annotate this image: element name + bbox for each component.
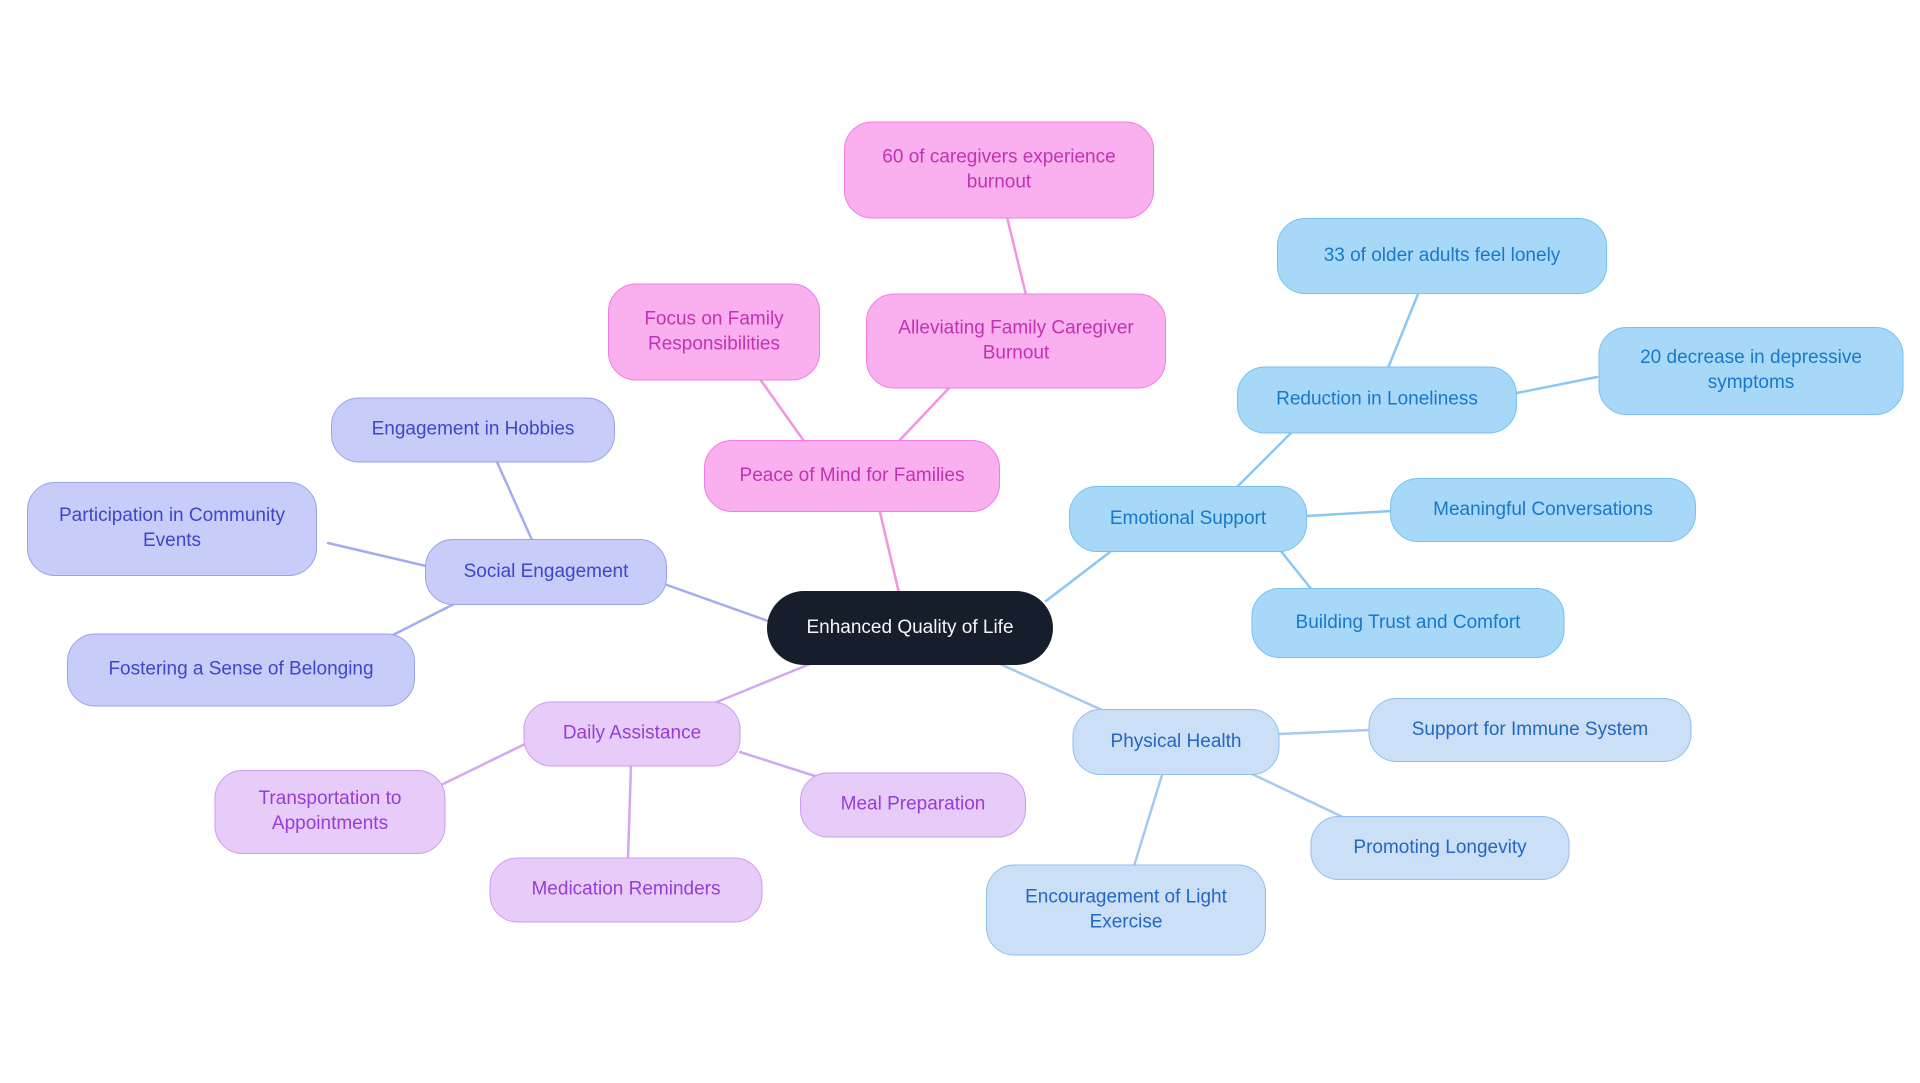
node-alleviating-family-caregiver-burnout[interactable]: Alleviating Family Caregiver Burnout (866, 293, 1166, 389)
edge-reduction-depressive-stat (1515, 375, 1599, 395)
node-social-engagement[interactable]: Social Engagement (425, 539, 667, 605)
edge-root-physical-health (998, 662, 1104, 712)
node-fostering-a-sense-of-belonging[interactable]: Fostering a Sense of Belonging (67, 633, 415, 707)
node-caregivers-burnout-stat[interactable]: 60 of caregivers experience burnout (844, 121, 1154, 219)
edge-daily-medication-reminders (626, 764, 633, 860)
edge-peace-alleviating-burnout (896, 386, 951, 444)
edge-emotional-meaningful-conversations (1305, 509, 1393, 518)
edge-root-peace-of-mind (877, 506, 901, 595)
edge-physical-promoting-longevity (1250, 772, 1349, 821)
node-promoting-longevity[interactable]: Promoting Longevity (1310, 816, 1570, 880)
node-participation-in-community-events[interactable]: Participation in Community Events (27, 482, 317, 576)
edge-peace-focus-family (753, 370, 808, 446)
node-support-for-immune-system[interactable]: Support for Immune System (1368, 698, 1692, 762)
node-building-trust-and-comfort[interactable]: Building Trust and Comfort (1251, 588, 1565, 658)
edge-daily-transportation (439, 742, 527, 787)
node-older-adults-lonely-stat[interactable]: 33 of older adults feel lonely (1277, 218, 1607, 294)
node-enhanced-quality-of-life[interactable]: Enhanced Quality of Life (767, 591, 1053, 665)
node-emotional-support[interactable]: Emotional Support (1069, 486, 1307, 552)
edge-reduction-lonely-stat (1386, 292, 1420, 370)
node-medication-reminders[interactable]: Medication Reminders (489, 857, 763, 923)
edge-social-belonging (385, 602, 456, 640)
edge-root-daily-assistance (710, 662, 812, 706)
node-focus-on-family-responsibilities[interactable]: Focus on Family Responsibilities (608, 283, 820, 381)
edge-physical-immune-system (1277, 728, 1371, 736)
node-daily-assistance[interactable]: Daily Assistance (523, 701, 741, 767)
edge-emotional-reduction-loneliness (1235, 431, 1293, 489)
edge-social-community-events (326, 541, 428, 568)
node-encouragement-of-light-exercise[interactable]: Encouragement of Light Exercise (986, 864, 1266, 956)
node-transportation-to-appointments[interactable]: Transportation to Appointments (214, 770, 446, 854)
edge-root-emotional-support (1044, 550, 1112, 603)
node-reduction-in-loneliness[interactable]: Reduction in Loneliness (1237, 366, 1517, 434)
edge-daily-meal-preparation (738, 750, 820, 779)
node-physical-health[interactable]: Physical Health (1072, 709, 1280, 775)
edge-physical-light-exercise (1132, 773, 1164, 868)
edge-social-engagement-hobbies (495, 460, 534, 542)
node-meaningful-conversations[interactable]: Meaningful Conversations (1390, 478, 1696, 542)
edge-alleviating-burnout-stat (1005, 215, 1028, 297)
node-peace-of-mind-for-families[interactable]: Peace of Mind for Families (704, 440, 1000, 512)
edge-root-social-engagement (665, 583, 770, 623)
node-depressive-symptoms-stat[interactable]: 20 decrease in depressive symptoms (1598, 327, 1904, 415)
node-engagement-in-hobbies[interactable]: Engagement in Hobbies (331, 397, 615, 463)
node-meal-preparation[interactable]: Meal Preparation (800, 772, 1026, 838)
edge-emotional-building-trust (1278, 548, 1314, 592)
